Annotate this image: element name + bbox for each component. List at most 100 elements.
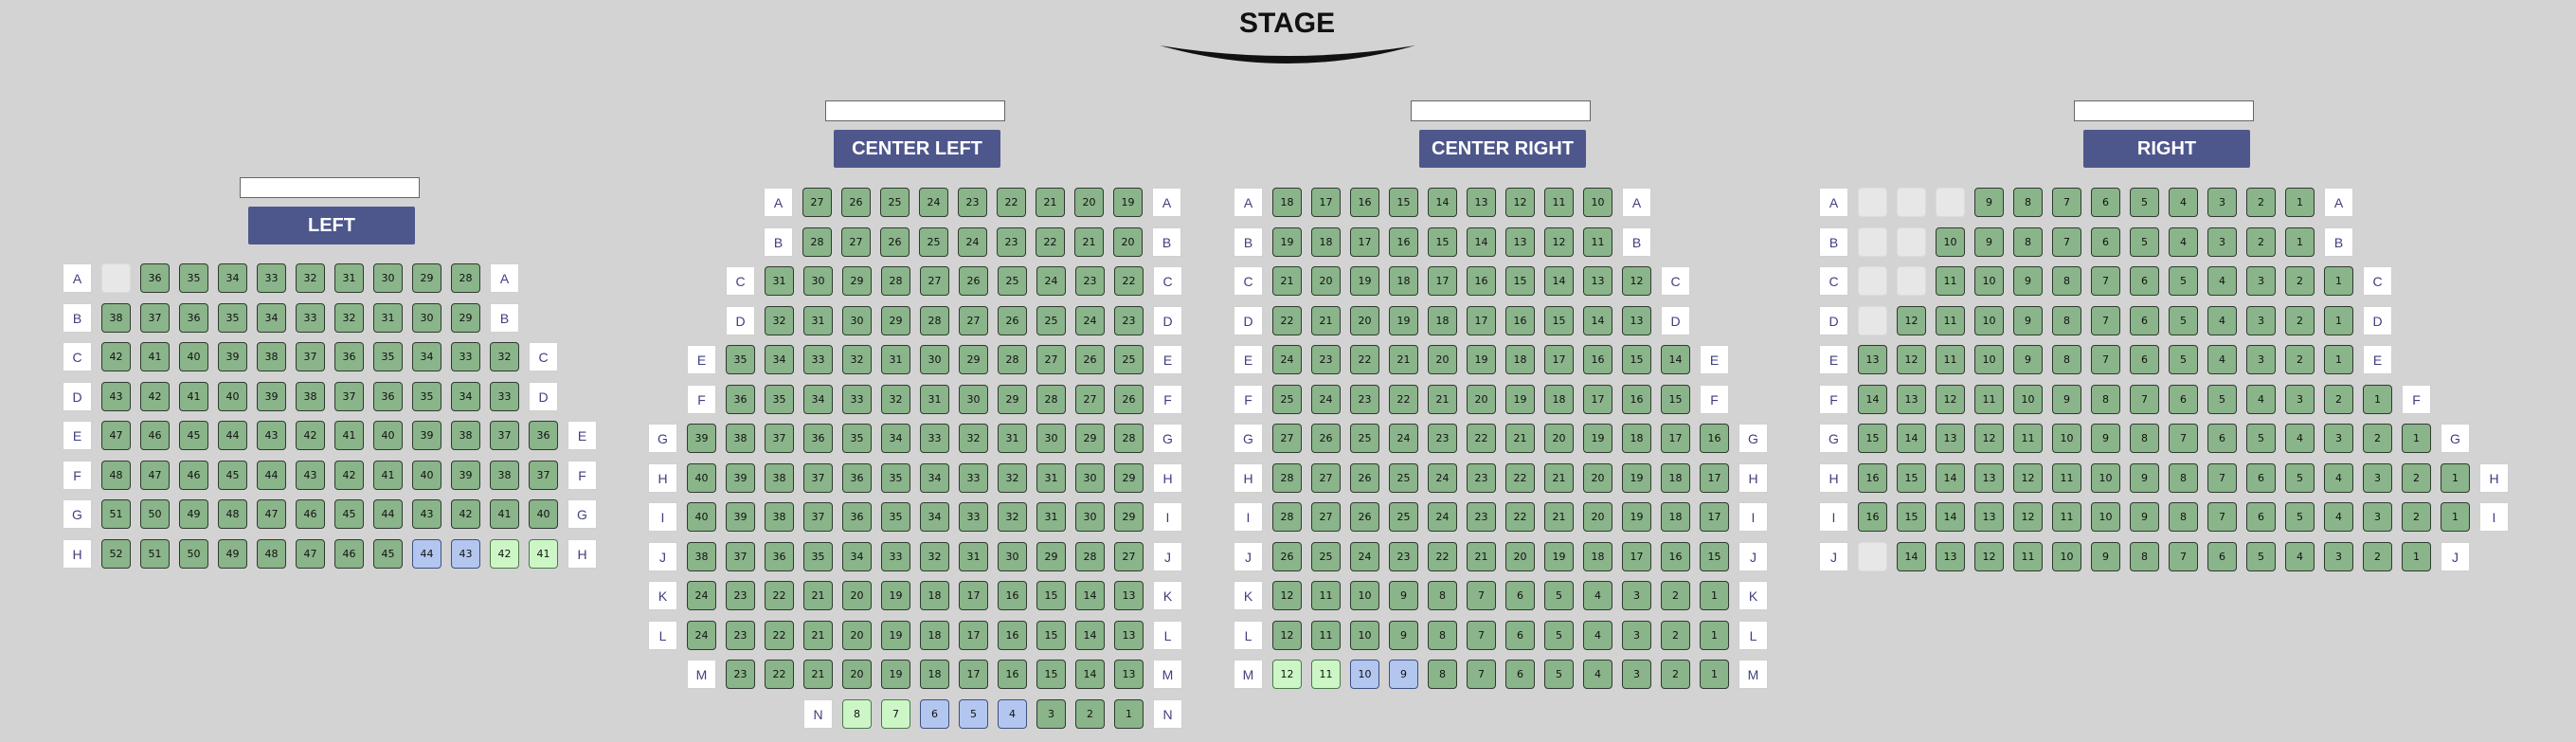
seat[interactable]: 12 bbox=[1622, 266, 1651, 296]
seat[interactable]: 17 bbox=[959, 660, 988, 689]
seat[interactable]: 18 bbox=[920, 581, 949, 610]
seat[interactable]: 31 bbox=[920, 385, 949, 414]
seat[interactable]: 31 bbox=[959, 542, 988, 571]
seat[interactable]: 10 bbox=[2052, 424, 2081, 453]
seat[interactable]: 32 bbox=[881, 385, 910, 414]
seat[interactable]: 29 bbox=[1114, 463, 1144, 493]
seat[interactable]: 7 bbox=[2052, 227, 2081, 257]
seat[interactable]: 2 bbox=[2363, 424, 2392, 453]
seat[interactable]: 19 bbox=[1350, 266, 1379, 296]
seat[interactable]: 29 bbox=[412, 263, 441, 293]
seat[interactable]: 21 bbox=[803, 621, 833, 650]
seat[interactable]: 27 bbox=[920, 266, 949, 296]
seat[interactable]: 42 bbox=[296, 421, 325, 450]
seat[interactable]: 21 bbox=[1467, 542, 1496, 571]
seat[interactable]: 10 bbox=[1350, 660, 1379, 689]
seat[interactable]: 30 bbox=[842, 306, 872, 335]
seat[interactable]: 8 bbox=[2052, 306, 2081, 335]
seat[interactable]: 4 bbox=[2207, 266, 2237, 296]
seat[interactable]: 17 bbox=[1700, 463, 1729, 493]
seat[interactable]: 35 bbox=[726, 345, 755, 374]
seat[interactable]: 6 bbox=[2130, 345, 2159, 374]
seat[interactable]: 23 bbox=[1467, 463, 1496, 493]
seat[interactable]: 11 bbox=[1936, 266, 1965, 296]
seat[interactable]: 33 bbox=[490, 382, 519, 411]
seat[interactable]: 14 bbox=[1858, 385, 1887, 414]
seat[interactable]: 8 bbox=[2091, 385, 2120, 414]
seat[interactable]: 13 bbox=[1583, 266, 1612, 296]
seat[interactable]: 12 bbox=[1505, 188, 1535, 217]
section-label-right[interactable]: RIGHT bbox=[2083, 130, 2250, 168]
seat[interactable]: 13 bbox=[1114, 621, 1144, 650]
seat[interactable]: 46 bbox=[296, 499, 325, 529]
seat[interactable]: 4 bbox=[2207, 306, 2237, 335]
seat[interactable]: 38 bbox=[765, 502, 794, 532]
seat[interactable]: 21 bbox=[1311, 306, 1341, 335]
seat[interactable]: 5 bbox=[2207, 385, 2237, 414]
seat[interactable]: 42 bbox=[451, 499, 480, 529]
seat[interactable]: 47 bbox=[257, 499, 286, 529]
seat[interactable]: 10 bbox=[2091, 502, 2120, 532]
seat[interactable]: 23 bbox=[1311, 345, 1341, 374]
seat[interactable]: 25 bbox=[1036, 306, 1066, 335]
seat[interactable]: 19 bbox=[1505, 385, 1535, 414]
seat[interactable]: 48 bbox=[101, 461, 131, 490]
seat[interactable]: 35 bbox=[881, 463, 910, 493]
seat[interactable]: 9 bbox=[2013, 306, 2043, 335]
seat[interactable]: 7 bbox=[1467, 621, 1496, 650]
seat[interactable]: 51 bbox=[101, 499, 131, 529]
seat[interactable]: 22 bbox=[765, 581, 794, 610]
seat[interactable]: 12 bbox=[1272, 581, 1302, 610]
seat[interactable]: 4 bbox=[998, 699, 1027, 729]
seat[interactable]: 16 bbox=[1505, 306, 1535, 335]
seat[interactable]: 16 bbox=[998, 621, 1027, 650]
seat[interactable]: 5 bbox=[2246, 542, 2276, 571]
seat[interactable]: 3 bbox=[1622, 660, 1651, 689]
seat[interactable]: 33 bbox=[881, 542, 910, 571]
seat[interactable]: 29 bbox=[881, 306, 910, 335]
seat[interactable]: 8 bbox=[842, 699, 872, 729]
seat[interactable]: 15 bbox=[1389, 188, 1418, 217]
seat[interactable]: 4 bbox=[1583, 581, 1612, 610]
seat[interactable]: 2 bbox=[2285, 345, 2315, 374]
seat[interactable]: 28 bbox=[1036, 385, 1066, 414]
seat[interactable]: 12 bbox=[1897, 306, 1926, 335]
seat[interactable]: 18 bbox=[1622, 424, 1651, 453]
seat[interactable]: 21 bbox=[1544, 463, 1574, 493]
seat[interactable]: 39 bbox=[218, 342, 247, 371]
seat[interactable]: 46 bbox=[179, 461, 208, 490]
seat[interactable]: 13 bbox=[1936, 542, 1965, 571]
seat[interactable]: 11 bbox=[1311, 660, 1341, 689]
seat[interactable]: 1 bbox=[2441, 502, 2470, 532]
seat[interactable]: 35 bbox=[803, 542, 833, 571]
seat[interactable]: 20 bbox=[842, 581, 872, 610]
seat[interactable]: 7 bbox=[881, 699, 910, 729]
seat[interactable]: 27 bbox=[1036, 345, 1066, 374]
seat[interactable]: 24 bbox=[1075, 306, 1105, 335]
seat[interactable]: 19 bbox=[1622, 502, 1651, 532]
right-name-input[interactable] bbox=[2074, 100, 2254, 121]
seat[interactable]: 23 bbox=[958, 188, 987, 217]
seat[interactable]: 32 bbox=[920, 542, 949, 571]
seat[interactable]: 11 bbox=[1544, 188, 1574, 217]
seat[interactable]: 14 bbox=[1897, 424, 1926, 453]
seat[interactable]: 29 bbox=[1036, 542, 1066, 571]
seat[interactable]: 11 bbox=[1311, 581, 1341, 610]
seat[interactable]: 12 bbox=[1974, 542, 2004, 571]
seat[interactable]: 11 bbox=[1936, 306, 1965, 335]
seat[interactable]: 20 bbox=[1074, 188, 1104, 217]
seat[interactable]: 21 bbox=[1272, 266, 1302, 296]
seat[interactable]: 24 bbox=[1036, 266, 1066, 296]
seat[interactable]: 13 bbox=[1505, 227, 1535, 257]
seat[interactable]: 22 bbox=[1036, 227, 1065, 257]
seat[interactable]: 17 bbox=[1583, 385, 1612, 414]
seat[interactable]: 39 bbox=[412, 421, 441, 450]
seat[interactable]: 36 bbox=[803, 424, 833, 453]
seat[interactable]: 11 bbox=[1936, 345, 1965, 374]
seat[interactable]: 23 bbox=[1075, 266, 1105, 296]
seat[interactable]: 5 bbox=[2285, 502, 2315, 532]
seat[interactable]: 22 bbox=[1467, 424, 1496, 453]
seat[interactable]: 6 bbox=[2091, 188, 2120, 217]
seat[interactable]: 38 bbox=[101, 303, 131, 333]
seat[interactable]: 15 bbox=[1036, 660, 1066, 689]
